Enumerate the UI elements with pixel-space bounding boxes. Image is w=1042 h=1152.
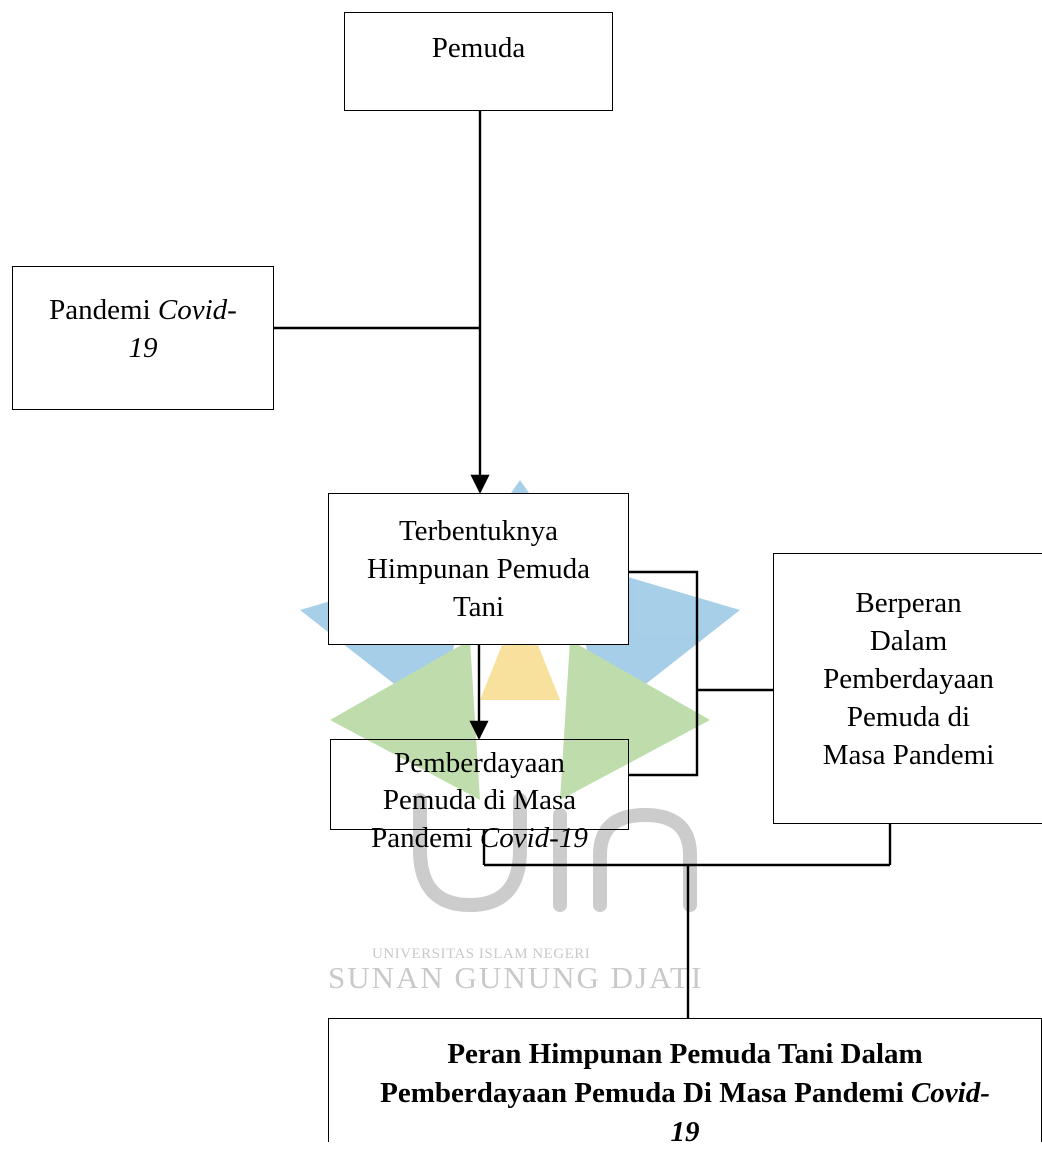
watermark-u-letter	[413, 793, 527, 913]
node-terbentuknya-line-2: Himpunan Pemuda	[366, 553, 591, 585]
node-pemberdayaan-box-overflow	[330, 739, 629, 830]
node-pemuda-line: Pemuda	[431, 32, 526, 64]
node-pemberdayaan-line-1: Pemberdayaan	[394, 747, 565, 779]
node-pemberdayaan-pemuda-text: . Pemuda di Masa Pandemi Covid-19	[330, 739, 629, 854]
node-berperan-line-4: Pemuda di	[846, 701, 971, 733]
node-peran-line-1: Peran Himpunan Pemuda Tani Dalam	[447, 1038, 923, 1070]
node-berperan-line-1: Berperan	[855, 587, 962, 619]
node-berperan-line-2: Dalam	[869, 625, 948, 657]
watermark-n-letter	[593, 807, 697, 912]
node-pemberdayaan-line-2: Pemuda di Masa	[382, 784, 577, 816]
watermark-star-green-right	[560, 640, 710, 800]
node-peran-line-3: 19	[670, 1116, 700, 1148]
connector-bracket-to-berperan	[628, 570, 699, 777]
node-berperan: Berperan Dalam Pemberdayaan Pemuda di Ma…	[773, 553, 1042, 824]
watermark-university-label: UNIVERSITAS ISLAM NEGERI	[372, 946, 591, 962]
node-pandemi-covid: Pandemi Covid- 19	[12, 266, 274, 410]
node-pemuda: Pemuda	[344, 12, 613, 111]
watermark-star-green-left	[330, 640, 480, 800]
node-berperan-line-5: Masa Pandemi	[822, 739, 995, 771]
watermark-star-yellow-center	[480, 600, 560, 700]
node-berperan-line-3: Pemberdayaan	[823, 663, 994, 695]
node-pandemi-line-1: Pandemi Covid-	[49, 294, 237, 326]
watermark-university-name: SUNAN GUNUNG DJATI	[328, 960, 704, 995]
node-peran-line-2: Pemberdayaan Pemuda Di Masa Pandemi Covi…	[380, 1077, 990, 1109]
node-terbentuknya-himpunan: Terbentuknya Himpunan Pemuda Tani	[328, 493, 629, 645]
node-peran-himpunan-final: Peran Himpunan Pemuda Tani Dalam Pemberd…	[328, 1018, 1042, 1148]
node-terbentuknya-line-1: Terbentuknya	[398, 515, 559, 547]
node-pemberdayaan-line-3: Pandemi Covid-19	[371, 822, 588, 854]
node-terbentuknya-line-3: Tani	[452, 591, 505, 623]
node-pandemi-line-2: 19	[128, 332, 158, 364]
